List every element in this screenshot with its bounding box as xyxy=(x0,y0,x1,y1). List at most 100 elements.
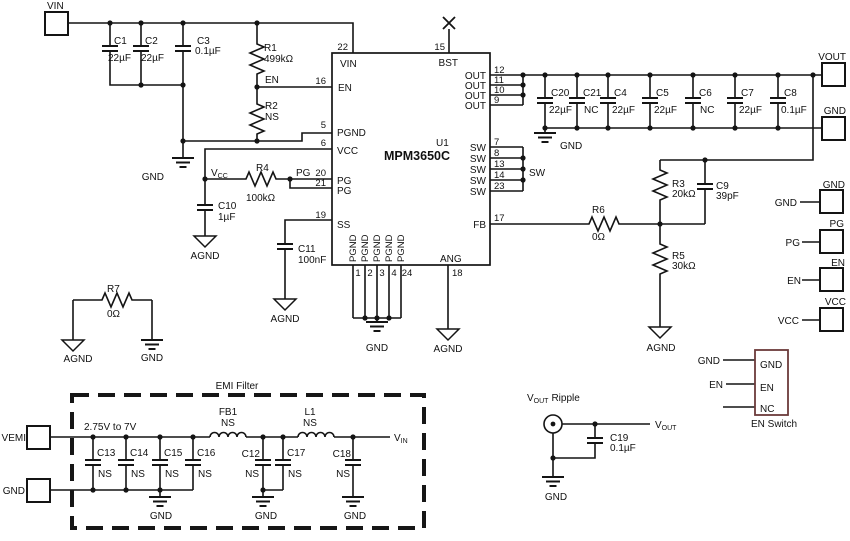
pin-number-18: 18 xyxy=(452,268,463,279)
r6-ref: R6 xyxy=(592,205,605,216)
c12-value: NS xyxy=(245,469,259,480)
pin-number-21: 21 xyxy=(315,178,326,189)
ic-pin-label-out1: OUT xyxy=(465,71,486,82)
r5-ref: R5 xyxy=(672,251,685,262)
ic-pin-label-out2: OUT xyxy=(465,81,486,92)
terminal-vemi xyxy=(26,425,51,450)
vout-sub: OUT xyxy=(662,425,678,432)
terminal-pg-label: PG xyxy=(830,219,845,230)
vin-main: V xyxy=(394,433,401,444)
ic-pin-label-out4: OUT xyxy=(465,101,486,112)
net-label-vcc-terminal: VCC xyxy=(778,316,799,327)
gnd-label-ic: GND xyxy=(366,343,388,354)
net-label-pg-terminal: PG xyxy=(786,238,801,249)
pin-number-17: 17 xyxy=(494,213,505,224)
agnd-label-c10: AGND xyxy=(191,251,220,262)
terminal-gnd-out-label: GND xyxy=(824,106,846,117)
ic-pin-label-en: EN xyxy=(338,83,352,94)
c18-ref: C18 xyxy=(333,449,352,460)
terminal-en xyxy=(819,267,844,292)
terminal-gnd-emi xyxy=(26,478,51,503)
net-label-vin: VIN xyxy=(394,433,408,445)
pin-number-22: 22 xyxy=(337,42,348,53)
coax-connector-icon xyxy=(543,414,563,434)
gnd-label-r7: GND xyxy=(141,353,163,364)
c4-value: 22µF xyxy=(612,105,635,116)
pin-number-10: 10 xyxy=(494,85,505,96)
ic-pin-label-pgnd2: PGND xyxy=(360,234,371,262)
net-label-sw: SW xyxy=(529,168,546,179)
c7-value: 22µF xyxy=(739,105,762,116)
c3-ref: C3 xyxy=(197,36,210,47)
ic-pin-label-sw5: SW xyxy=(470,187,487,198)
c2-ref: C2 xyxy=(145,36,158,47)
c18-value: NS xyxy=(336,469,350,480)
pin-number-4: 4 xyxy=(391,268,396,279)
c10-value: 1µF xyxy=(218,212,235,223)
terminal-vcc xyxy=(819,307,844,332)
c15-value: NS xyxy=(165,469,179,480)
agnd-label-ang: AGND xyxy=(434,344,463,355)
ic-pin-label-bst: BST xyxy=(439,58,458,69)
r1-ref: R1 xyxy=(264,43,277,54)
ripple-v: V xyxy=(527,393,534,404)
wires-vout-ripple xyxy=(552,423,650,477)
vcc-sub: CC xyxy=(218,173,228,180)
net-label-vcc: VCC xyxy=(211,168,228,180)
ripple-word: Ripple xyxy=(551,393,580,404)
terminal-pg xyxy=(819,229,844,254)
net-label-en-terminal: EN xyxy=(787,276,801,287)
c8-value: 0.1µF xyxy=(781,105,807,116)
en-switch-pin-gnd: GND xyxy=(760,360,782,371)
pin-number-12: 12 xyxy=(494,65,505,76)
ic-pin-label-pgnd4: PGND xyxy=(384,234,395,262)
ic-pin-label-vcc: VCC xyxy=(337,146,358,157)
c19-ref: C19 xyxy=(610,433,629,444)
component-labels: C1 22µF C2 22µF C3 0.1µF R1 499kΩ R2 NS … xyxy=(97,36,807,480)
emi-filter-boundary xyxy=(70,393,426,530)
pin-number-9: 9 xyxy=(494,95,499,106)
c6-value: NC xyxy=(700,105,714,116)
net-label-vout: VOUT xyxy=(655,420,677,432)
pin-number-7: 7 xyxy=(494,137,499,148)
terminals: VIN VOUT GND GND GND PG PG EN EN VCC VCC… xyxy=(2,1,846,503)
r3-value: 20kΩ xyxy=(672,189,696,200)
vout-main: V xyxy=(655,420,662,431)
c15-ref: C15 xyxy=(164,448,183,459)
ic-part-number: MPM3650C xyxy=(384,149,450,163)
fb1-value: NS xyxy=(221,418,235,429)
emi-filter-section: EMI Filter 2.75V to 7V xyxy=(70,381,426,530)
c7-ref: C7 xyxy=(741,88,754,99)
pin-number-23: 23 xyxy=(494,181,505,192)
terminal-vin xyxy=(44,11,69,36)
c6-ref: C6 xyxy=(699,88,712,99)
agnd-label-r5: AGND xyxy=(647,343,676,354)
en-switch-body xyxy=(754,349,789,416)
ic-refdes: U1 xyxy=(436,138,449,149)
wires-right-terminals xyxy=(800,201,820,321)
c1-ref: C1 xyxy=(114,36,127,47)
c16-ref: C16 xyxy=(197,448,216,459)
l1-value: NS xyxy=(303,418,317,429)
en-switch-pin-en: EN xyxy=(760,383,774,394)
r4-ref: R4 xyxy=(256,163,269,174)
en-switch-section: GND EN NC GND EN EN Switch xyxy=(698,349,797,430)
pin-number-6: 6 xyxy=(321,138,326,149)
c16-value: NS xyxy=(198,469,212,480)
en-switch-net-gnd: GND xyxy=(698,356,720,367)
c17-value: NS xyxy=(288,469,302,480)
en-switch-caption: EN Switch xyxy=(751,419,797,430)
ic-pin-label-ang: ANG xyxy=(440,254,462,265)
c5-ref: C5 xyxy=(656,88,669,99)
r3-ref: R3 xyxy=(672,179,685,190)
c21-ref: C21 xyxy=(583,88,602,99)
c9-ref: C9 xyxy=(716,181,729,192)
pin-number-24: 24 xyxy=(402,268,413,279)
ic-pin-label-ss: SS xyxy=(337,220,351,231)
r7-ref: R7 xyxy=(107,284,120,295)
ic-pin-label-pgnd: PGND xyxy=(337,128,366,139)
ic-pin-numbers: 22 15 16 5 6 20 21 19 12 11 10 9 7 8 13 … xyxy=(315,42,504,279)
